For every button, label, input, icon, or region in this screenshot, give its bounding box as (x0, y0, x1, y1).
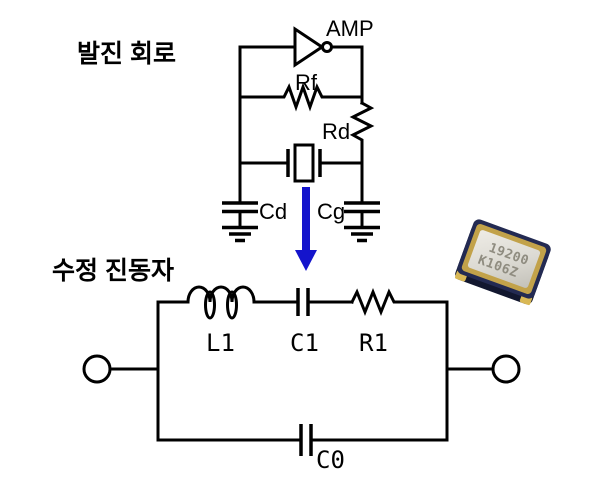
c1-label: C1 (290, 329, 319, 357)
oscillation-circuit (222, 26, 380, 243)
equivalent-circuit (82, 285, 521, 456)
crystal-symbol (293, 143, 315, 183)
l1-inductor-loop (204, 290, 216, 320)
c0-label: C0 (316, 446, 345, 474)
inverter-amp-symbol (293, 26, 325, 68)
left-terminal (82, 354, 112, 384)
crystal-resonator-title: 수정 진동자 (52, 257, 174, 285)
l1-label: L1 (206, 329, 235, 357)
rf-resistor-symbol (238, 82, 364, 112)
rf-label: Rf (295, 70, 318, 95)
right-terminal (491, 354, 521, 384)
cd-label: Cd (259, 199, 287, 224)
r1-resistor-symbol (349, 287, 449, 317)
cg-label: Cg (317, 199, 345, 224)
oscillation-circuit-title: 발진 회로 (77, 40, 176, 68)
chip-lid (467, 230, 541, 288)
l1-inductor-loop (226, 290, 238, 320)
ground-symbol (344, 225, 380, 243)
rd-label: Rd (322, 119, 350, 144)
amp-label: AMP (326, 16, 374, 41)
ground-symbol (222, 225, 258, 243)
wire (330, 45, 364, 105)
crystal-component-photo: 19200 K106Z (455, 219, 551, 306)
down-arrow (295, 187, 317, 271)
rd-resistor-symbol (349, 100, 375, 205)
r1-label: R1 (359, 329, 388, 357)
l1-inductor-symbol (186, 285, 256, 304)
